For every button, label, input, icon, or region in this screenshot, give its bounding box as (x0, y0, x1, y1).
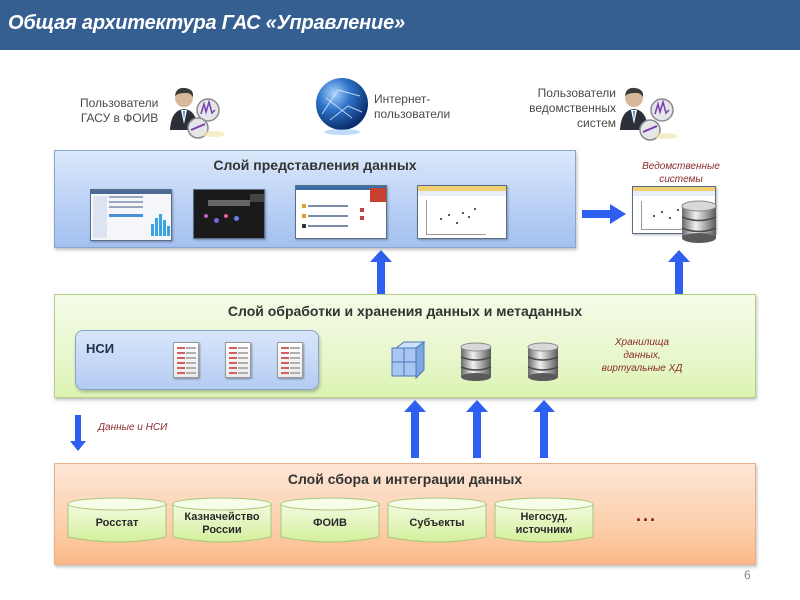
slide-title: Общая архитектура ГАС «Управление» (8, 12, 405, 34)
data-source-foiv: ФОИВ (280, 497, 380, 545)
departmental-users-label: Пользователи ведомственных систем (516, 86, 616, 131)
cylinder-label: ФОИВ (280, 517, 380, 530)
arrow-up-icon (370, 250, 392, 294)
departmental-systems-line2: системы (659, 174, 703, 185)
processing-layer-title: Слой обработки и хранения данных и метад… (227, 303, 583, 319)
cylinder-label-line2: России (202, 524, 242, 536)
departmental-users-line1: Пользователи (537, 86, 616, 100)
cylinder-label-line1: Казначейство (184, 511, 260, 523)
cylinder-shape (280, 497, 380, 543)
cylinder-shape (172, 497, 272, 543)
cylinder-shape (387, 497, 487, 543)
internet-users-line2: пользователи (374, 107, 451, 121)
cylinder-label-line1: Субъекты (409, 517, 465, 529)
arrow-up-icon (404, 400, 426, 458)
departmental-systems-label: Ведомственные системы (636, 160, 726, 186)
document-icon (225, 342, 251, 378)
database-icon (460, 342, 492, 381)
storage-note-line3: виртуальные ХД (601, 363, 683, 374)
data-nsi-note: Данные и НСИ (98, 422, 168, 433)
departmental-systems-line1: Ведомственные (642, 161, 720, 172)
arrow-up-icon (466, 400, 488, 458)
internet-users-label: Интернет- пользователи (374, 92, 450, 122)
cylinder-label-line1: ФОИВ (313, 517, 347, 529)
data-source-treasury: Казначейство России (172, 497, 272, 545)
arrow-right-icon (582, 204, 626, 224)
data-source-subjects: Субъекты (387, 497, 487, 545)
document-icon (173, 342, 199, 378)
gasu-users-line2: ГАСУ в ФОИВ (80, 111, 159, 125)
cylinder-label-line1: Негосуд. (520, 511, 568, 523)
portal-screenshot (295, 185, 387, 239)
scatter-chart-screenshot (417, 185, 507, 239)
arrow-up-icon (668, 250, 690, 294)
internet-users-line1: Интернет- (374, 92, 431, 106)
cylinder-shape (494, 497, 594, 543)
data-source-rosstat: Росстат (67, 497, 167, 545)
document-icon (277, 342, 303, 378)
dark-chart-screenshot (193, 189, 265, 239)
user-analyst-icon (620, 87, 678, 141)
dashboard-screenshot (90, 189, 172, 241)
cylinder-label: Субъекты (387, 517, 487, 530)
storage-note: Хранилища данных, виртуальные ХД (592, 336, 692, 375)
presentation-layer: Слой представления данных (54, 150, 576, 248)
cylinder-label: Казначейство России (172, 511, 272, 537)
slide-header: Общая архитектура ГАС «Управление» (0, 0, 800, 50)
presentation-layer-title: Слой представления данных (213, 157, 417, 173)
database-icon (527, 342, 559, 381)
user-analyst-icon (170, 87, 225, 139)
departmental-users-line3: систем (577, 116, 616, 130)
cylinder-label: Росстат (67, 517, 167, 530)
olap-cube-icon (391, 341, 426, 380)
more-sources-ellipsis: ... (636, 505, 658, 525)
cylinder-shape (67, 497, 167, 543)
storage-note-line1: Хранилища (614, 337, 670, 348)
globe-icon (316, 78, 368, 135)
cylinder-label: Негосуд. источники (494, 511, 594, 537)
collection-layer-title: Слой сбора и интеграции данных (287, 471, 523, 487)
page-number: 6 (744, 568, 751, 582)
cylinder-label-line1: Росстат (95, 517, 139, 529)
storage-note-line2: данных, (623, 350, 661, 361)
nsi-label: НСИ (86, 341, 115, 356)
database-icon (681, 200, 717, 243)
cylinder-label-line2: источники (515, 524, 573, 536)
arrow-up-icon (533, 400, 555, 458)
data-source-nongovernment: Негосуд. источники (494, 497, 594, 545)
departmental-users-line2: ведомственных (529, 101, 616, 115)
gasu-users-label: Пользователи ГАСУ в ФОИВ (80, 96, 158, 126)
arrow-down-icon (70, 415, 86, 451)
gasu-users-line1: Пользователи (80, 96, 159, 110)
